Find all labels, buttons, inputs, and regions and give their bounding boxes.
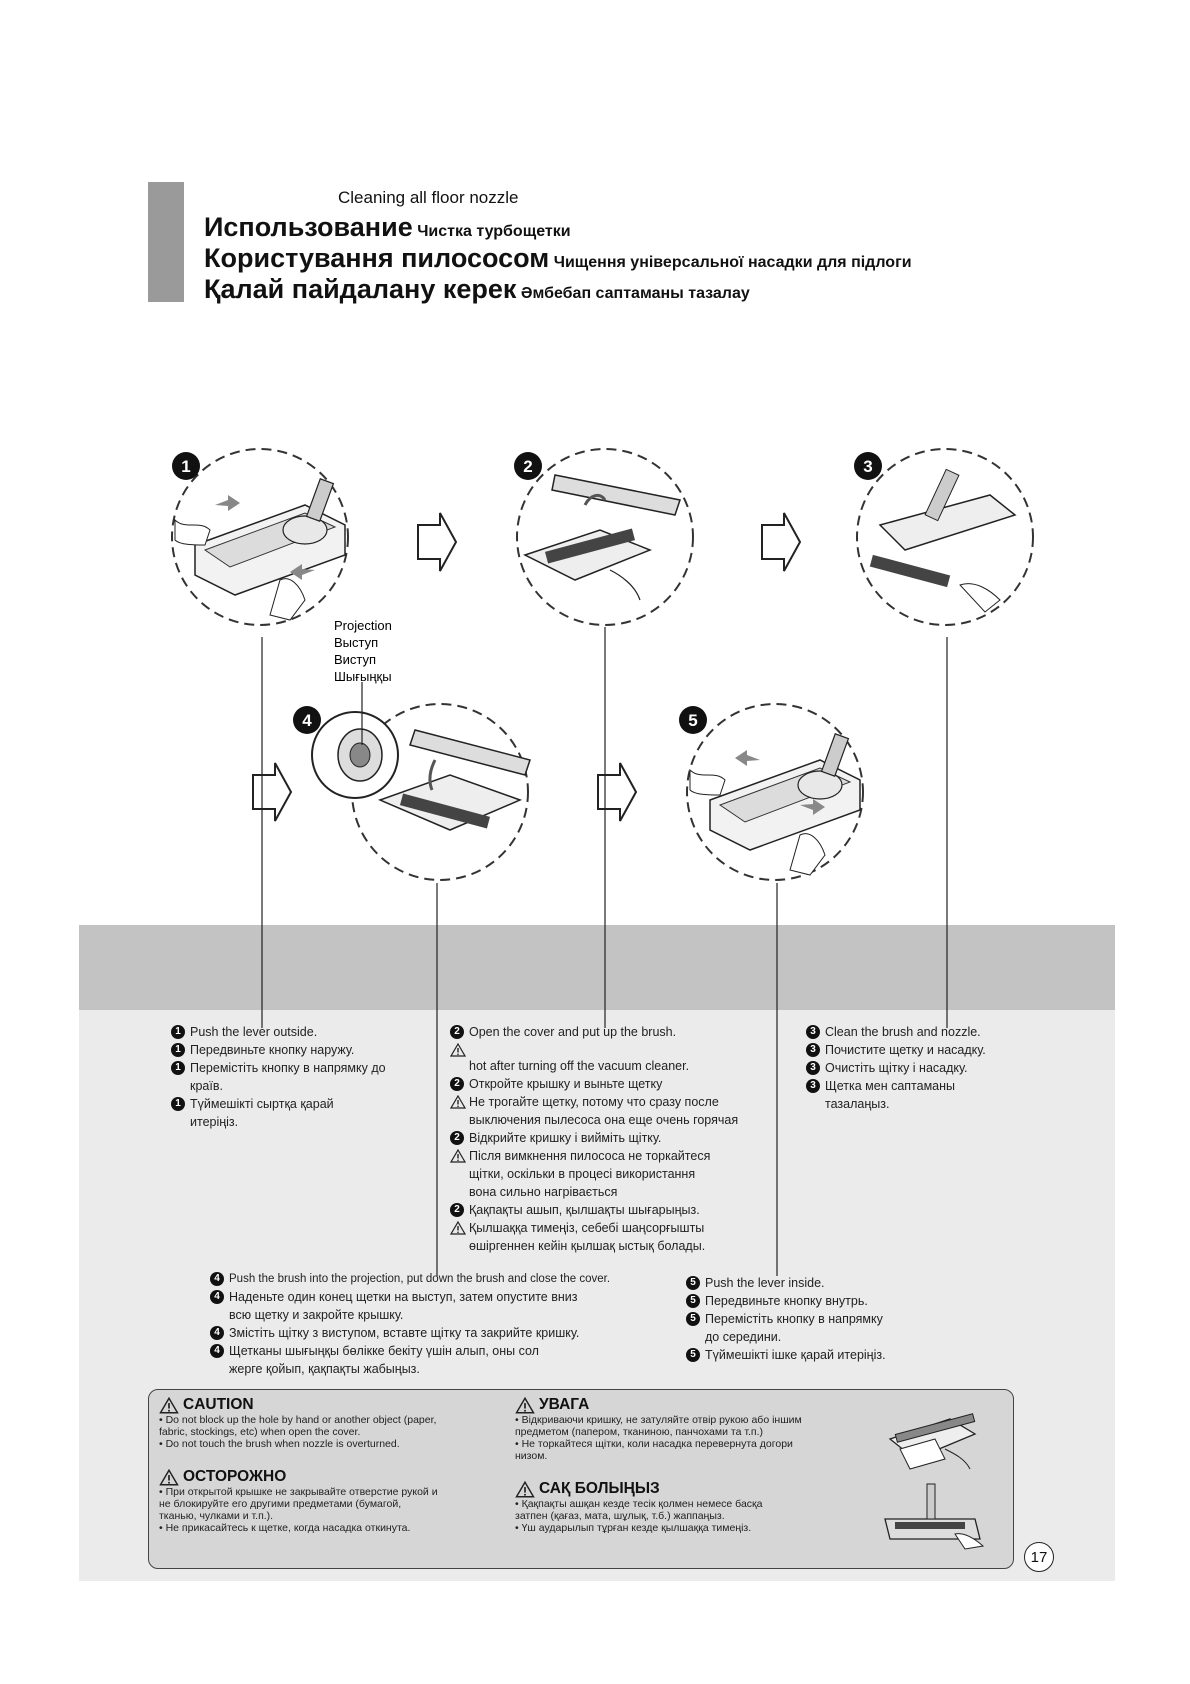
arrow-to-4 — [252, 762, 293, 822]
projection-label-ua: Виступ — [334, 652, 376, 667]
step-number-badge: 1 — [171, 1025, 185, 1039]
warning-icon — [159, 1396, 179, 1414]
warning-icon — [450, 1221, 466, 1235]
step-5-number: 5 — [688, 711, 697, 730]
page-number: 17 — [1024, 1542, 1054, 1572]
arrow-2-3 — [761, 512, 802, 572]
step-5-badge: 5 — [679, 706, 707, 734]
warning-icon — [159, 1468, 179, 1486]
projection-label-ru: Выступ — [334, 635, 378, 650]
russian-title-main: Использование — [204, 212, 413, 242]
step-number-badge: 1 — [171, 1061, 185, 1075]
projection-label-en: Projection — [334, 618, 392, 633]
english-title: Cleaning all floor nozzle — [338, 188, 519, 207]
kazakh-title-sub: Әмбебап саптаманы тазалау — [520, 285, 750, 302]
warning-icon — [515, 1396, 535, 1414]
step-3-number: 3 — [863, 457, 872, 476]
step-4-badge: 4 — [293, 706, 321, 734]
ukrainian-title: Користування пилососом Чищення універсал… — [204, 243, 912, 274]
nozzle-open-cover-illustration — [888, 1413, 977, 1470]
kazakh-title-main: Қалай пайдалану керек — [204, 274, 517, 304]
caution-illustration — [884, 1413, 985, 1550]
step-1-number: 1 — [181, 457, 190, 476]
arrow-1-2 — [417, 512, 458, 572]
section-marker-bar — [148, 182, 184, 302]
step-3-badge: 3 — [854, 452, 882, 480]
warning-icon — [450, 1043, 466, 1057]
warning-icon — [515, 1480, 535, 1498]
projection-label-kz: Шығыңқы — [334, 669, 392, 684]
step-3-illustration — [856, 448, 1034, 626]
step-2-illustration — [516, 448, 694, 626]
instructions-panel-header — [79, 925, 1115, 1010]
step-1-badge: 1 — [172, 452, 200, 480]
caution-kz: САҚ БОЛЫҢЫЗ • Қақпақты ашқан кезде тесік… — [515, 1480, 763, 1534]
arrow-to-5 — [597, 762, 638, 822]
ukrainian-title-sub: Чищення універсальної насадки для підлог… — [553, 254, 912, 271]
step-5-illustration — [686, 703, 864, 881]
warning-icon — [450, 1149, 466, 1163]
caution-box: CAUTION • Do not block up the hole by ha… — [148, 1389, 1014, 1569]
step-2-badge: 2 — [514, 452, 542, 480]
caution-en: CAUTION • Do not block up the hole by ha… — [159, 1396, 437, 1450]
caution-ru: ОСТОРОЖНО • При открытой крышке не закры… — [159, 1468, 438, 1534]
nozzle-overturned-illustration — [884, 1483, 985, 1550]
step-1-illustration — [171, 448, 349, 626]
step-2-number: 2 — [523, 457, 532, 476]
caution-ua: УВАГА • Відкриваючи кришку, не затуляйте… — [515, 1396, 802, 1462]
step-number-badge: 1 — [171, 1043, 185, 1057]
projection-detail-inset — [311, 711, 399, 799]
step-number-badge: 1 — [171, 1097, 185, 1111]
russian-title-sub: Чистка турбощетки — [417, 223, 571, 240]
russian-title: Использование Чистка турбощетки — [204, 212, 571, 243]
warning-icon — [450, 1095, 466, 1109]
step-4-number: 4 — [302, 711, 312, 730]
kazakh-title: Қалай пайдалану керек Әмбебап саптаманы … — [204, 274, 750, 305]
ukrainian-title-main: Користування пилососом — [204, 243, 550, 273]
